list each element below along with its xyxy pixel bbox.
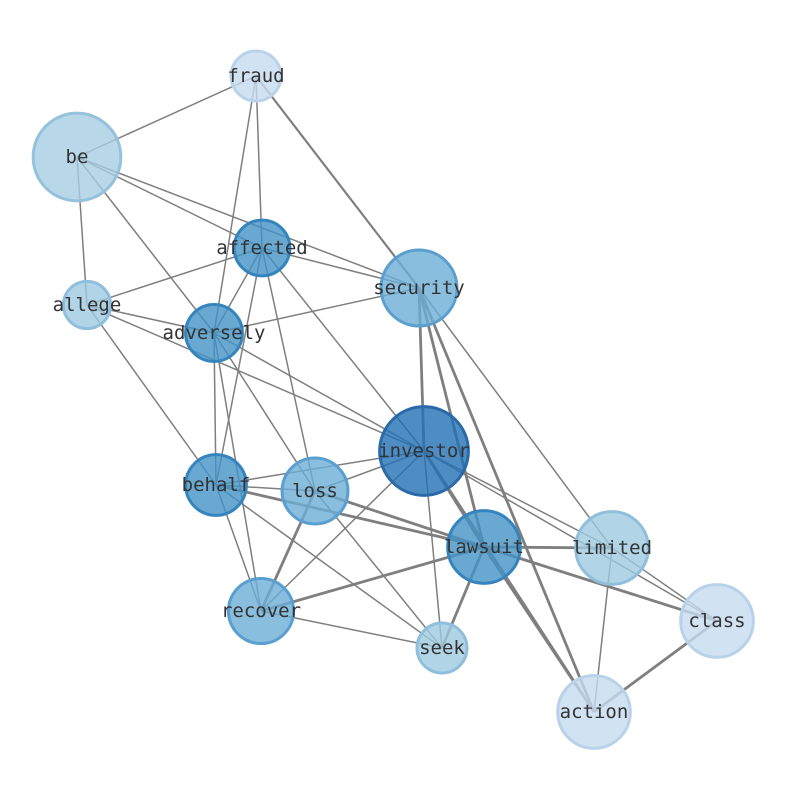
node-label-action: action xyxy=(560,701,629,723)
node-circle-fraud xyxy=(229,49,283,103)
node-investor: investor xyxy=(378,405,470,497)
node-be: be xyxy=(31,111,123,203)
node-circle-adversely xyxy=(184,303,244,363)
node-label-fraud: fraud xyxy=(227,65,284,87)
node-circle-seek xyxy=(415,621,469,675)
node-allege: allege xyxy=(53,279,122,331)
edge-security-limited xyxy=(418,287,613,549)
edge-affected-allege xyxy=(86,247,263,306)
node-security: security xyxy=(373,248,465,328)
node-label-seek: seek xyxy=(419,637,465,659)
node-label-affected: affected xyxy=(216,237,308,259)
edge-security-action xyxy=(417,287,596,713)
node-affected: affected xyxy=(216,218,308,278)
node-adversely: adversely xyxy=(163,303,266,363)
edge-allege-behalf xyxy=(86,304,217,486)
node-label-recover: recover xyxy=(221,600,301,622)
edge-behalf-seek xyxy=(215,484,443,649)
node-label-investor: investor xyxy=(378,440,470,462)
node-loss: loss xyxy=(280,456,350,526)
node-lawsuit: lawsuit xyxy=(444,509,524,585)
node-label-lawsuit: lawsuit xyxy=(444,536,524,558)
node-class: class xyxy=(679,583,755,659)
edge-affected-loss xyxy=(261,247,316,492)
node-fraud: fraud xyxy=(227,49,285,103)
node-circle-limited xyxy=(574,510,650,586)
node-label-security: security xyxy=(373,277,465,299)
node-circle-loss xyxy=(280,456,350,526)
node-circle-investor xyxy=(378,405,470,497)
edge-investor-class xyxy=(423,450,718,622)
node-layer: fraud be affected security allege adversely in… xyxy=(31,49,755,750)
node-label-limited: limited xyxy=(572,537,652,559)
node-circle-affected xyxy=(232,218,292,278)
edge-behalf-lawsuit xyxy=(215,483,485,549)
node-recover: recover xyxy=(221,576,301,646)
node-label-behalf: behalf xyxy=(182,474,251,496)
node-circle-behalf xyxy=(184,453,248,517)
node-behalf: behalf xyxy=(182,453,251,517)
edge-fraud-adversely xyxy=(213,75,257,334)
node-circle-be xyxy=(31,111,123,203)
node-circle-security xyxy=(379,248,459,328)
node-circle-lawsuit xyxy=(446,509,522,585)
node-circle-class xyxy=(679,583,755,659)
node-label-be: be xyxy=(66,146,89,168)
node-label-class: class xyxy=(688,610,745,632)
node-label-loss: loss xyxy=(292,480,338,502)
node-circle-action xyxy=(556,674,632,750)
node-circle-allege xyxy=(61,279,113,331)
edge-fraud-security xyxy=(255,75,420,289)
node-action: action xyxy=(556,674,632,750)
node-label-adversely: adversely xyxy=(163,322,266,344)
edge-allege-investor xyxy=(86,304,425,452)
edge-affected-behalf xyxy=(215,247,263,486)
edge-layer xyxy=(76,75,718,714)
node-label-allege: allege xyxy=(53,294,122,316)
node-limited: limited xyxy=(572,510,652,586)
node-seek: seek xyxy=(415,621,469,675)
edge-lawsuit-recover xyxy=(260,545,485,613)
node-circle-recover xyxy=(226,576,296,646)
